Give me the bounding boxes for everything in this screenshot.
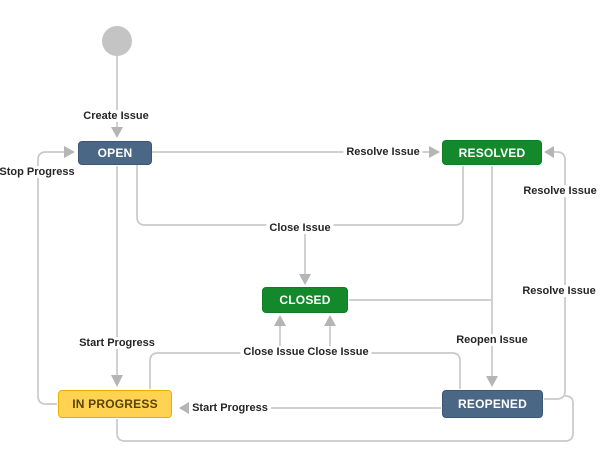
arrowhead-close-to-closed [299, 274, 311, 285]
edge-stop-progress [37, 151, 64, 405]
edge-label-close-in-progress: Close Issue [240, 346, 308, 358]
edge-resolve-in-progress [116, 395, 574, 442]
start-node-circle [102, 26, 132, 56]
arrowhead-resolve-right [544, 146, 554, 158]
arrowhead-close-in-progress [274, 315, 286, 326]
arrowhead-stop-progress [64, 146, 75, 158]
edge-label-start-progress-open: Start Progress [76, 337, 158, 349]
edge-resolve-reopened [544, 151, 566, 400]
node-closed: CLOSED [262, 287, 348, 313]
arrowhead-reopen-issue [486, 376, 498, 387]
edge-label-close-open-resolved: Close Issue [266, 222, 334, 234]
arrowhead-close-reopened [324, 315, 336, 326]
edge-label-resolve-in-progress: Resolve Issue [520, 185, 600, 197]
edge-close-reopened [329, 326, 461, 389]
arrowhead-resolve-open [429, 146, 440, 158]
edge-close-in-progress [149, 326, 281, 389]
edge-label-start-progress-reopened: Start Progress [189, 402, 271, 414]
node-resolved: RESOLVED [442, 140, 542, 165]
edge-close-open-resolved [136, 165, 464, 226]
node-reopened: REOPENED [442, 390, 543, 418]
edge-label-resolve-reopened: Resolve Issue [519, 285, 599, 297]
edge-label-reopen-issue: Reopen Issue [453, 334, 531, 346]
edge-label-resolve-open: Resolve Issue [343, 146, 423, 158]
edge-label-stop-progress: Stop Progress [0, 166, 78, 178]
node-open: OPEN [78, 141, 152, 165]
edge-label-close-reopened: Close Issue [304, 346, 372, 358]
edge-label-create-issue: Create Issue [80, 110, 152, 122]
node-in-progress: IN PROGRESS [58, 390, 172, 418]
arrowhead-start-progress-open [111, 375, 123, 387]
arrowhead-create-issue [111, 127, 123, 138]
arrowhead-start-progress-reopened [179, 402, 189, 414]
